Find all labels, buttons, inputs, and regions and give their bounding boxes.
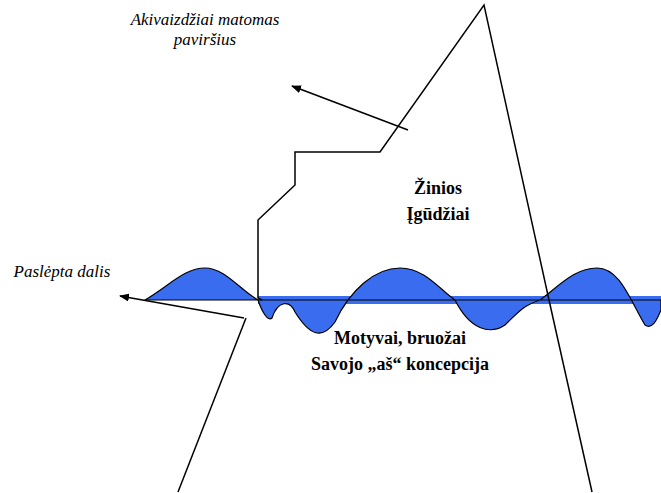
- callout-text: Paslėpta dalis: [7, 262, 117, 282]
- knowledge-label: Žinios: [414, 178, 462, 200]
- leader-arrow: [120, 296, 244, 318]
- motives-label: Motyvai, bruožai: [334, 328, 466, 350]
- water-waves: [145, 268, 661, 333]
- iceberg-outline-under: [178, 318, 246, 492]
- iceberg-outline: [258, 5, 549, 300]
- iceberg-outline-under: [549, 300, 592, 492]
- callout-text: Akivaizdžiai matomas paviršius: [125, 10, 285, 51]
- leader-arrow: [292, 86, 408, 130]
- skills-label: Įgūdžiai: [406, 204, 469, 226]
- self-concept-label: Savojo „aš“ koncepcija: [311, 354, 489, 376]
